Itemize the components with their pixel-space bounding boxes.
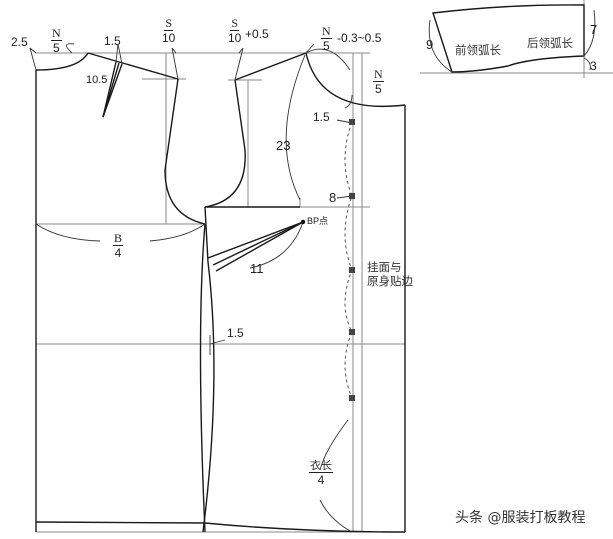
front-edge-offset-label: 1.5 <box>313 110 330 124</box>
measure-arcs <box>29 43 353 533</box>
neck-drop-label: 2.5 <box>11 35 28 49</box>
pattern-outline <box>35 52 406 533</box>
watermark: 头条 @服装打板教程 <box>455 510 586 526</box>
bp-point-label: BP点 <box>307 216 329 226</box>
back-collar-arc-label: 后领弧长 <box>527 36 573 50</box>
collar-inset <box>420 0 613 78</box>
bust-width-fraction: B 4 <box>113 231 124 260</box>
neck-adjust-label: -0.3~0.5 <box>337 31 382 45</box>
waist-suppression-label: 1.5 <box>227 326 244 340</box>
front-shoulder-fraction: S 10 <box>228 16 242 45</box>
collar-back-height-label: 7 <box>590 22 598 37</box>
facing-dashed-line <box>344 121 353 399</box>
front-collar-arc-label: 前领弧长 <box>455 43 501 57</box>
bp-offset-label: 8 <box>329 190 337 205</box>
front-shoulder-add-label: +0.5 <box>245 27 269 41</box>
back-neck-width-fraction: N 5 <box>51 26 62 55</box>
side-dart-length-label: 11 <box>250 261 264 276</box>
collar-back-rise-label: 3 <box>590 59 597 73</box>
collar-front-height-label: 9 <box>426 37 434 52</box>
front-neck-depth-fraction: N 5 <box>373 67 384 96</box>
bp-distance-label: 23 <box>276 138 291 153</box>
bp-point <box>300 219 306 225</box>
length-fraction: 衣长 4 <box>309 459 333 487</box>
front-neck-width-fraction: N 5 <box>321 24 332 53</box>
back-shoulder-fraction: S 10 <box>162 16 176 45</box>
dart-width-label: 1.5 <box>104 34 121 48</box>
facing-note-line2: 原身贴边 <box>367 274 413 288</box>
facing-note-line1: 挂面与 <box>367 260 402 274</box>
button-marks <box>349 119 355 401</box>
dart-length-label: 10.5 <box>86 74 108 86</box>
